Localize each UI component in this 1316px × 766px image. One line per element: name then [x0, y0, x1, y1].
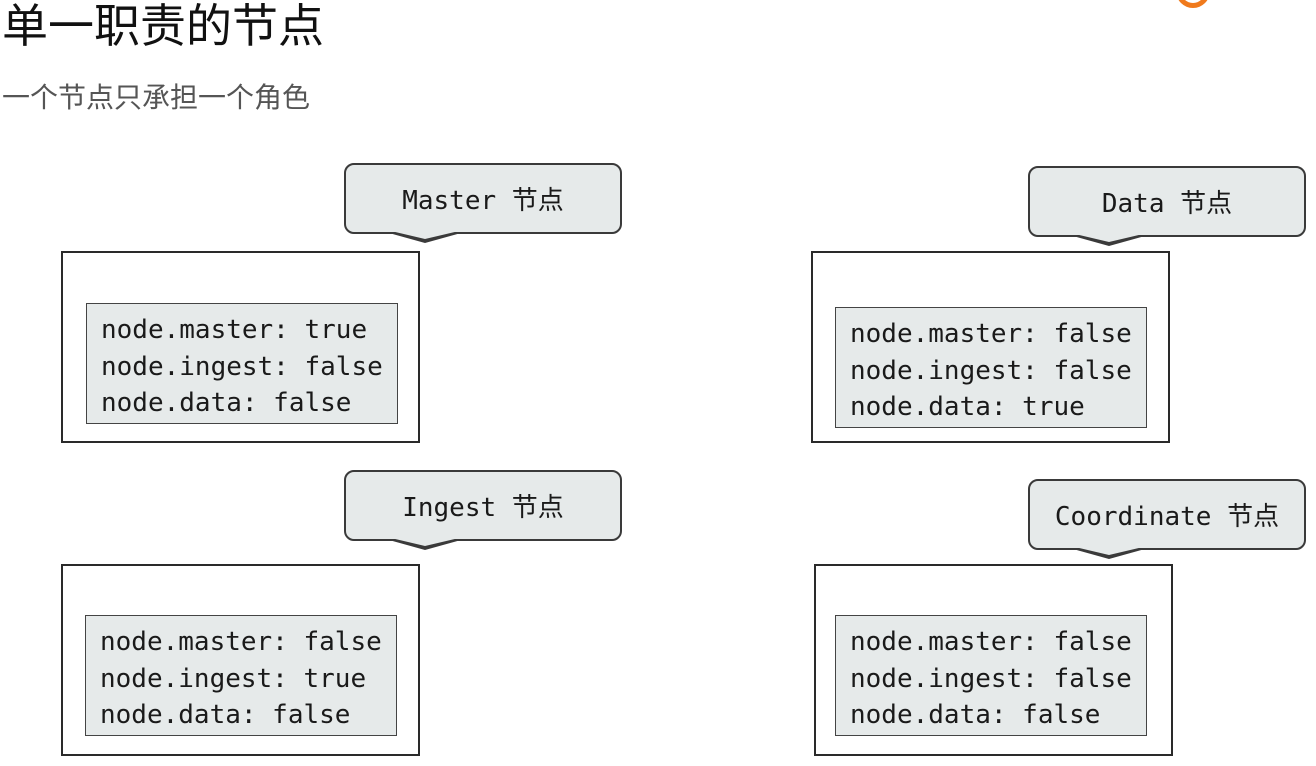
page-subtitle: 一个节点只承担一个角色 [2, 81, 311, 114]
callout-label: Coordinate 节点 [1054, 502, 1280, 532]
config-box-ingest: node.master: false node.ingest: true nod… [85, 615, 397, 736]
config-line-master: node.master: true [101, 315, 368, 345]
callout-pointer-fill [1075, 234, 1143, 242]
config-line-data: node.data: false [100, 700, 351, 730]
callout-coordinate: Coordinate 节点 [1028, 479, 1306, 550]
callout-pointer-fill [1075, 547, 1143, 555]
orange-ring-logo-icon [1176, 0, 1210, 8]
config-line-master: node.master: false [850, 627, 1132, 657]
config-line-ingest: node.ingest: false [101, 351, 383, 382]
config-box-data: node.master: false node.ingest: false no… [835, 307, 1147, 428]
callout-data: Data 节点 [1028, 166, 1306, 237]
callout-master: Master 节点 [344, 163, 622, 234]
config-line-data: node.data: true [850, 392, 1085, 422]
callout-label: Data 节点 [1101, 189, 1233, 219]
callout-pointer-fill [391, 538, 459, 546]
config-line-ingest: node.ingest: false [850, 663, 1132, 694]
config-line-data: node.data: false [101, 388, 352, 418]
config-line-master: node.master: false [100, 627, 382, 657]
config-box-coordinate: node.master: false node.ingest: false no… [835, 615, 1147, 736]
config-line-ingest: node.ingest: true [100, 663, 367, 694]
callout-label: Master 节点 [402, 186, 564, 216]
callout-pointer-fill [391, 231, 459, 239]
callout-label: Ingest 节点 [402, 493, 564, 523]
callout-ingest: Ingest 节点 [344, 470, 622, 541]
config-line-data: node.data: false [850, 700, 1101, 730]
config-line-ingest: node.ingest: false [850, 355, 1132, 386]
page-title: 单一职责的节点 [2, 0, 324, 53]
config-line-master: node.master: false [850, 319, 1132, 349]
config-box-master: node.master: true node.ingest: false nod… [86, 303, 398, 424]
